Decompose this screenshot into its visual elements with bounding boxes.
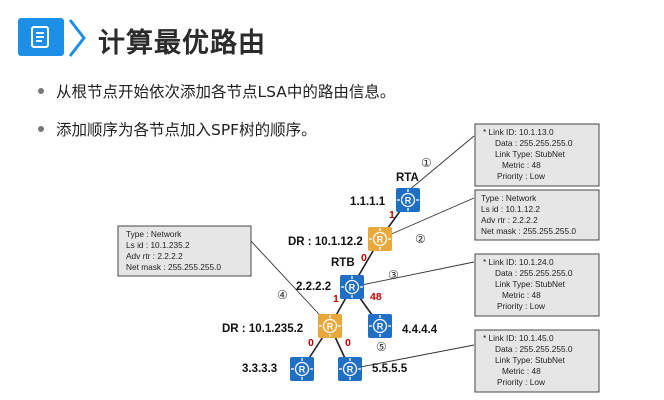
lsa-box-2: Type : Network Ls id : 10.1.12.2 Adv rtr… xyxy=(474,189,600,241)
cost-dr2-r5: 0 xyxy=(345,337,351,349)
document-icon xyxy=(18,18,64,56)
lsa-box-4-line: Net mask : 255.255.255.0 xyxy=(126,262,221,272)
router-dr2-icon xyxy=(318,314,342,338)
bullet-text: 从根节点开始依次添加各节点LSA中的路由信息。 xyxy=(56,83,396,101)
lsa-box-2-line: Net mask : 255.255.255.0 xyxy=(481,226,576,236)
lsa-box-1-line: Data : 255.255.255.0 xyxy=(495,138,573,148)
bullet-item: 添加顺序为各节点加入SPF树的顺序。 xyxy=(38,118,317,140)
lsa-box-4: Type : Network Ls id : 10.1.235.2 Adv rt… xyxy=(117,225,252,277)
lsa-box-4-line: Type : Network xyxy=(126,229,182,239)
rtb-id-label: 2.2.2.2 xyxy=(296,281,331,293)
router-dr1-icon xyxy=(368,227,392,251)
cost-dr2-r3: 0 xyxy=(308,337,314,349)
cost-rta-dr1: 1 xyxy=(389,209,395,221)
lsa-box-1-line: Link Type: StubNet xyxy=(495,149,566,159)
leader-line-5 xyxy=(349,344,475,370)
lsa-box-1-line: Priority : Low xyxy=(497,171,546,181)
bullet-dot xyxy=(38,87,44,94)
router-r5-icon xyxy=(338,357,362,381)
lsa-box-4-line: Ls id : 10.1.235.2 xyxy=(126,240,190,250)
lsa-box-2-line: Ls id : 10.1.12.2 xyxy=(481,204,540,214)
lsa-box-5-line: * Link ID: 10.1.45.0 xyxy=(483,333,554,343)
lsa-box-3-line: Priority : Low xyxy=(497,301,546,311)
cost-rtb-dr2: 1 xyxy=(333,293,339,305)
bullet-dot xyxy=(38,125,44,132)
cost-rtb-r4: 48 xyxy=(370,291,382,303)
lsa-box-3-line: * Link ID: 10.1.24.0 xyxy=(483,257,554,267)
chevron-right-icon xyxy=(68,19,86,57)
bullet-text: 添加顺序为各节点加入SPF树的顺序。 xyxy=(56,121,317,139)
title-bar: 计算最优路由 xyxy=(0,14,664,60)
leader-line-1 xyxy=(407,135,475,192)
router-rta-icon xyxy=(396,188,420,212)
leader-line-3 xyxy=(351,261,475,288)
lsa-box-5-line: Data : 255.255.255.0 xyxy=(495,344,573,354)
lsa-box-5-line: Link Type: StubNet xyxy=(495,355,566,365)
lsa-box-2-line: Adv rtr : 2.2.2.2 xyxy=(481,215,538,225)
lsa-box-3-line: Link Type: StubNet xyxy=(495,279,566,289)
lsa-box-4-line: Adv rtr : 2.2.2.2 xyxy=(126,251,183,261)
router-rtb-icon xyxy=(340,275,364,299)
router-r4-icon xyxy=(368,314,392,338)
leader-line-4 xyxy=(249,239,331,327)
rtb-name-label: RTB xyxy=(331,257,355,269)
dr2-label: DR : 10.1.235.2 xyxy=(222,323,303,335)
rta-id-label: 1.1.1.1 xyxy=(350,196,386,208)
lsa-box-1-line: Metric : 48 xyxy=(502,160,541,170)
dr1-label: DR : 10.1.12.2 xyxy=(288,236,363,248)
step-marker-4: ④ xyxy=(277,288,288,302)
lsa-box-2-line: Type : Network xyxy=(481,193,537,203)
lsa-box-1-line: * Link ID: 10.1.13.0 xyxy=(483,127,554,137)
lsa-box-3-line: Data : 255.255.255.0 xyxy=(495,268,573,278)
step-marker-3: ③ xyxy=(388,268,399,282)
lsa-box-3-line: Metric : 48 xyxy=(502,290,541,300)
bullet-item: 从根节点开始依次添加各节点LSA中的路由信息。 xyxy=(38,80,395,102)
lsa-box-5: * Link ID: 10.1.45.0 Data : 255.255.255.… xyxy=(474,329,600,393)
step-marker-1: ① xyxy=(421,156,432,170)
page-title: 计算最优路由 xyxy=(98,28,266,59)
router-r3-icon xyxy=(290,357,314,381)
rta-name-label: RTA xyxy=(396,172,419,184)
step-marker-5: ⑤ xyxy=(376,340,387,354)
step-marker-2: ② xyxy=(415,232,426,246)
r4-id-label: 4.4.4.4 xyxy=(402,324,438,336)
r5-id-label: 5.5.5.5 xyxy=(372,363,408,375)
lsa-box-1: * Link ID: 10.1.13.0 Data : 255.255.255.… xyxy=(474,123,600,187)
leader-line-2 xyxy=(379,197,475,240)
r3-id-label: 3.3.3.3 xyxy=(242,363,277,375)
cost-dr1-rtb: 0 xyxy=(361,252,367,264)
lsa-box-5-line: Priority : Low xyxy=(497,377,546,387)
lsa-box-5-line: Metric : 48 xyxy=(502,366,541,376)
lsa-box-3: * Link ID: 10.1.24.0 Data : 255.255.255.… xyxy=(474,253,600,317)
